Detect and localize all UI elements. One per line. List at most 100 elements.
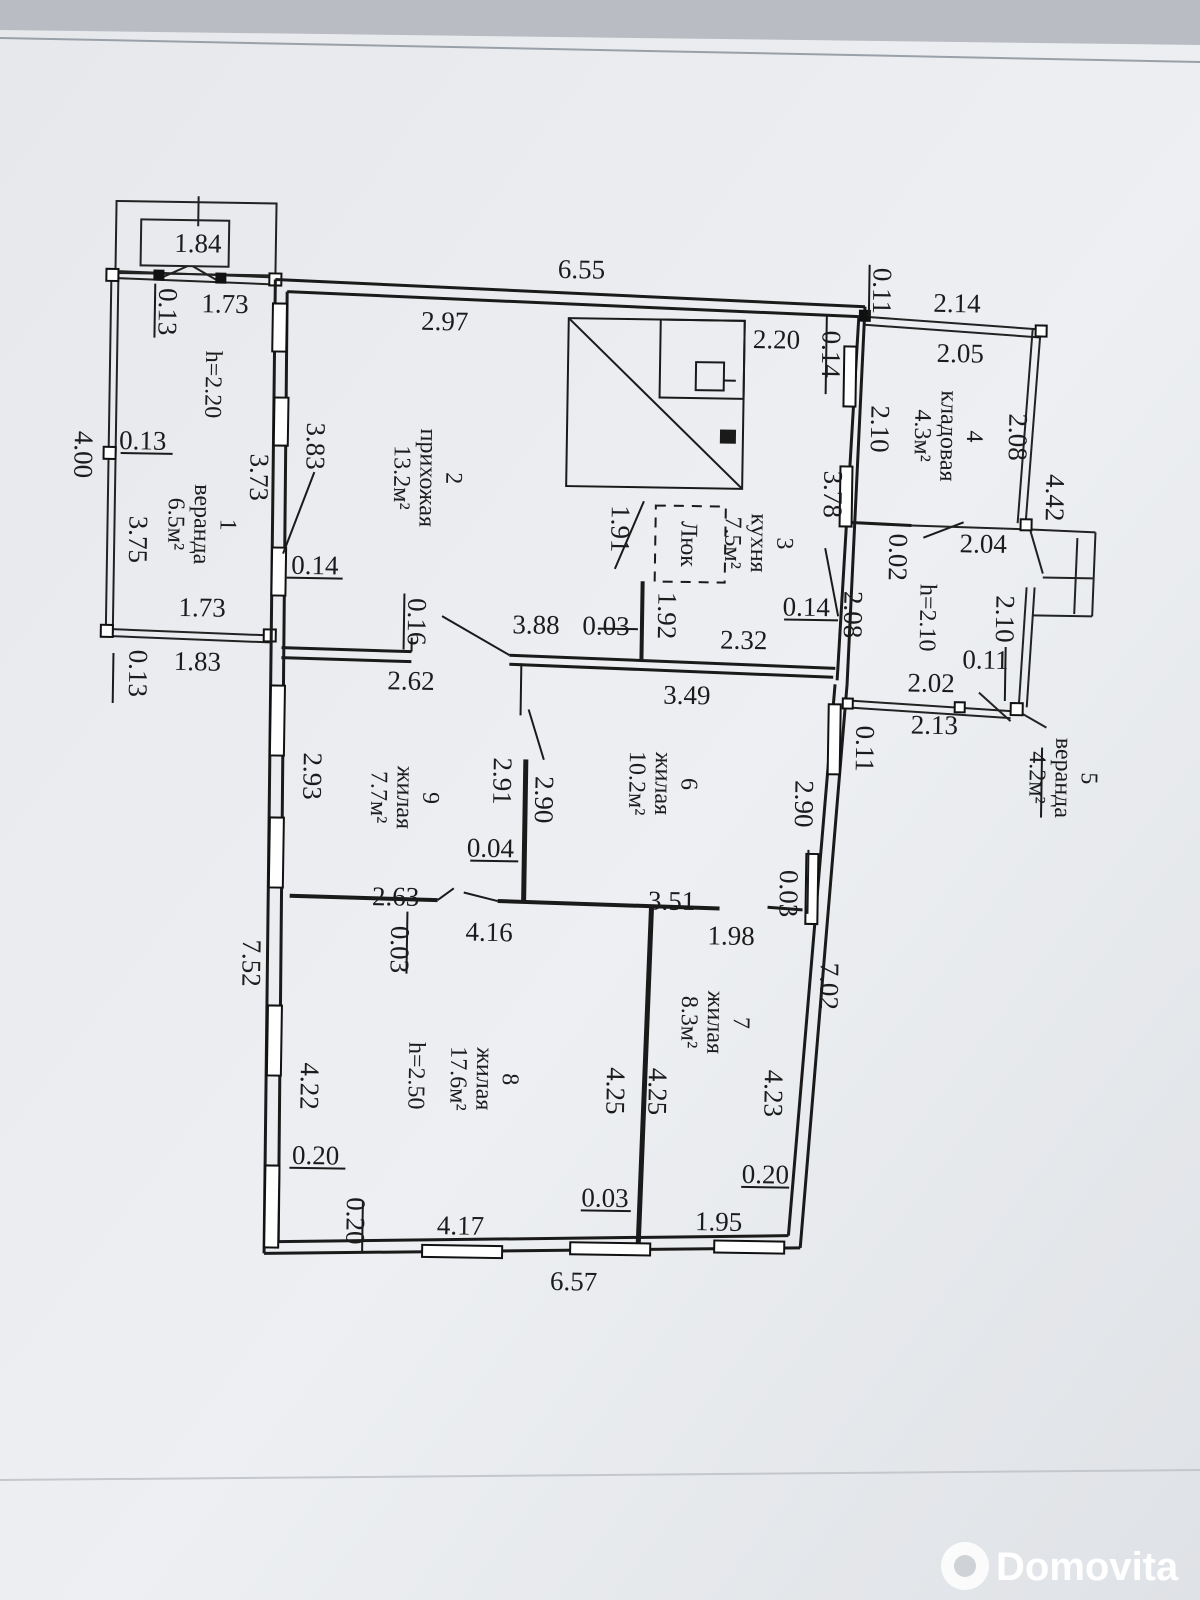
room-8-height: h=2.50: [402, 1042, 429, 1110]
windows: [263, 302, 858, 1260]
dim-2-10-veranda: 2.10: [990, 595, 1021, 643]
dim-1-91: 1.91: [605, 505, 636, 553]
dim-0-02: 0.02: [883, 533, 914, 581]
dim-0-13-top: 0.13: [152, 288, 183, 336]
room-label-1: 1 веранда 6.5м²: [162, 484, 240, 565]
storage-posts: [841, 309, 1048, 717]
room-8-number: 8: [497, 1073, 523, 1085]
watermark-text: Domovita: [996, 1545, 1179, 1589]
room-9-number: 9: [417, 792, 443, 804]
hatch-symbol: [653, 504, 727, 584]
dim-0-20-right: 0.20: [742, 1159, 790, 1190]
room-3-name: кухня: [745, 513, 772, 573]
dim-4-00: 4.00: [68, 431, 99, 479]
door-swings: [282, 471, 964, 903]
dim-2-10-storage: 2.10: [865, 405, 896, 453]
dim-2-32: 2.32: [720, 625, 768, 656]
dim-1-83: 1.83: [173, 646, 221, 677]
dim-2-08-storage: 2.08: [1003, 413, 1034, 461]
room-4-number: 4: [961, 430, 987, 442]
room-2-name: прихожая: [413, 428, 441, 527]
room-2-number: 2: [440, 472, 466, 484]
dim-7-52: 7.52: [236, 939, 267, 987]
dim-2-14: 2.14: [933, 288, 981, 319]
dim-3-49: 3.49: [663, 680, 711, 711]
dim-3-88: 3.88: [512, 609, 560, 640]
room-6-area: 10.2м²: [623, 751, 650, 816]
dim-2-93: 2.93: [297, 752, 328, 800]
room-label-7: 7 жилая 8.3м²: [675, 990, 754, 1054]
dim-0-20-bottom: 0.20: [340, 1197, 371, 1245]
room-4-height: h=2.10: [914, 584, 941, 652]
domovita-watermark: Domovita: [941, 1542, 1179, 1590]
dim-0-03-right: 0.03: [773, 870, 804, 918]
dim-4-25-left: 4.25: [600, 1067, 631, 1115]
room-4-name: кладовая: [934, 390, 961, 482]
room-2-area: 13.2м²: [388, 445, 415, 510]
dim-2-08-kitchen: 2.08: [838, 591, 869, 639]
dim-1-95: 1.95: [695, 1206, 743, 1237]
dim-4-25-right: 4.25: [642, 1068, 673, 1116]
dim-0-20-left: 0.20: [292, 1140, 340, 1171]
dim-1-73-bottom: 1.73: [178, 592, 226, 623]
dim-0-13-mid: 0.13: [119, 425, 167, 456]
dim-2-90-right: 2.90: [789, 780, 820, 828]
room-6-number: 6: [675, 778, 701, 790]
dim-2-04: 2.04: [959, 528, 1007, 559]
dim-7-02: 7.02: [814, 962, 845, 1010]
dim-2-90-mid: 2.90: [529, 776, 560, 824]
storage-room: [864, 315, 1044, 574]
room-label-5: 5 веранда 4.2м²: [1023, 738, 1102, 819]
room-3-hatch: Люк: [675, 521, 702, 568]
room-label-4: 4 кладовая 4.3м²: [909, 390, 987, 482]
room-1-area: 6.5м²: [162, 498, 189, 551]
paper-fold: [0, 1469, 1200, 1481]
dim-4-22: 4.22: [294, 1062, 325, 1110]
room-9-area: 7.7м²: [365, 771, 392, 824]
domovita-logo-inner: [954, 1555, 976, 1577]
room-7-number: 7: [728, 1017, 754, 1029]
dim-6-57: 6.57: [550, 1266, 598, 1297]
dim-2-20: 2.20: [753, 324, 801, 355]
room-4-area: 4.3м²: [909, 409, 936, 462]
dim-2-91: 2.91: [487, 757, 518, 805]
dim-0-13-bottom: 0.13: [123, 650, 154, 698]
dim-2-13: 2.13: [911, 710, 959, 741]
room-label-2: 2 прихожая 13.2м²: [388, 428, 467, 527]
dim-0-16: 0.16: [402, 598, 433, 646]
dim-0-03-kitchen: 0.03: [582, 610, 630, 641]
room-3-number: 3: [771, 537, 797, 549]
dimension-marks: [111, 264, 1044, 1253]
dim-1-92: 1.92: [652, 592, 683, 640]
dim-2-63: 2.63: [372, 881, 420, 912]
dim-1-84: 1.84: [174, 228, 222, 259]
dim-2-02: 2.02: [907, 667, 955, 698]
room-5-number: 5: [1076, 772, 1102, 784]
room-6-name: жилая: [649, 751, 676, 815]
room-8-name: жилая: [470, 1046, 497, 1110]
plan-group: 1 веранда 6.5м² h=2.20 2 прихожая 13.2м²…: [68, 196, 1102, 1297]
kitchen-door: [613, 500, 645, 570]
room-1-name: веранда: [188, 484, 215, 565]
room-label-8: 8 жилая 17.6м²: [444, 1046, 523, 1111]
dim-3-78: 3.78: [818, 470, 849, 518]
room-1-height: h=2.20: [199, 351, 226, 419]
room-7-name: жилая: [701, 990, 728, 1054]
dim-2-05: 2.05: [936, 338, 984, 369]
room-5-name: веранда: [1049, 738, 1076, 819]
dim-3-83: 3.83: [300, 422, 331, 470]
dim-4-16: 4.16: [465, 917, 513, 948]
room-1-number: 1: [214, 519, 240, 531]
dim-4-17: 4.17: [437, 1210, 485, 1241]
paper-edge: [0, 37, 1200, 63]
kitchen-stove: [565, 317, 746, 490]
dim-4-42: 4.42: [1040, 474, 1071, 522]
room-5-area: 4.2м²: [1023, 751, 1050, 804]
dim-0-11-top: 0.11: [867, 268, 898, 315]
dim-0-11-wall: 0.11: [850, 725, 881, 772]
dim-0-14-top: 0.14: [816, 330, 847, 378]
dim-4-23: 4.23: [758, 1070, 789, 1118]
dim-3-75: 3.75: [123, 515, 154, 563]
